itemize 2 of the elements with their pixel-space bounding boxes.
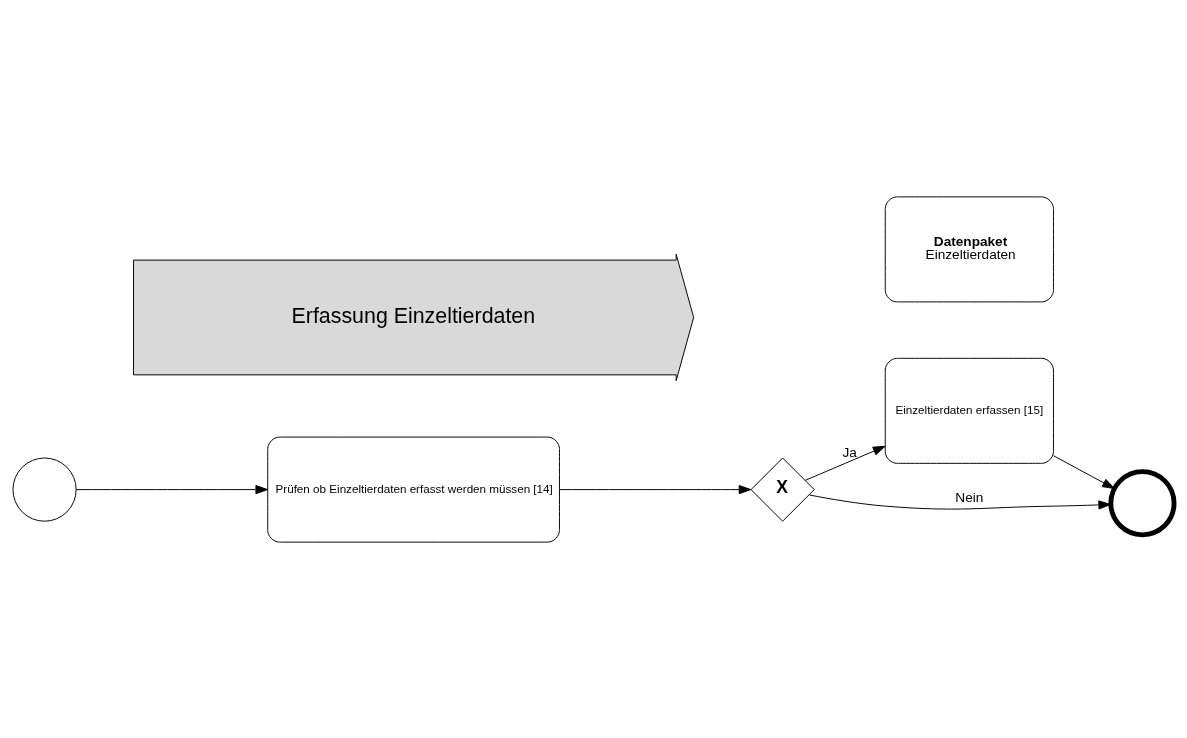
edge-label: Nein [955, 489, 984, 505]
edge-label: Ja [842, 444, 857, 460]
